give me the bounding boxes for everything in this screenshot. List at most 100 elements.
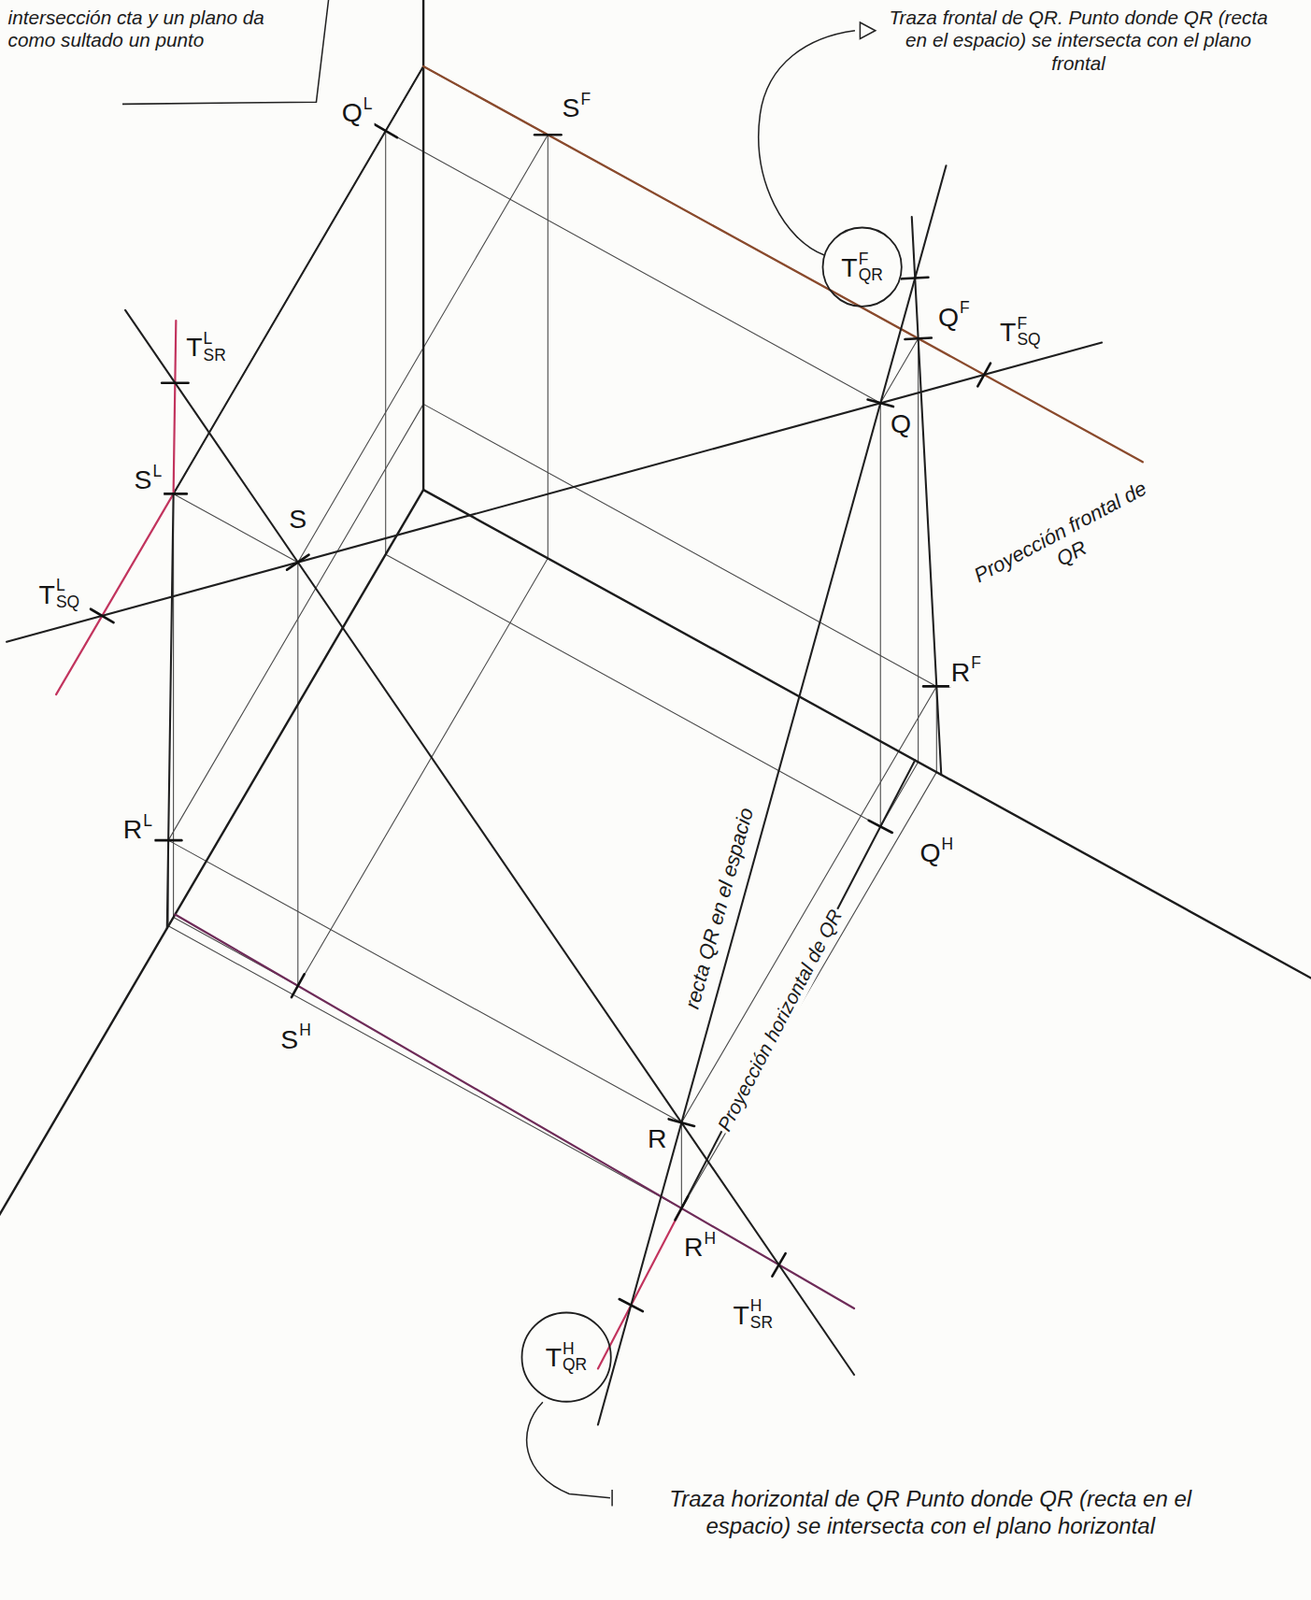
point-index-stack: F <box>959 299 970 333</box>
point-label: TLSQ <box>37 577 83 611</box>
point-tick <box>771 1253 785 1277</box>
point-tick <box>904 337 931 339</box>
horizontal-projection-line <box>598 1208 682 1369</box>
point-letter: T <box>545 1343 562 1370</box>
point-label: Q <box>888 410 913 437</box>
point-subscript <box>581 107 592 124</box>
point-letter: T <box>840 254 857 281</box>
point-superscript: F <box>858 251 884 268</box>
trace-circle: TFQR <box>821 226 903 308</box>
point-tick <box>286 555 309 570</box>
space-line <box>6 342 1102 642</box>
point-tick <box>159 492 186 496</box>
point-tick <box>675 1196 689 1220</box>
point-subscript <box>142 828 153 845</box>
lateral-projection-line <box>56 493 174 695</box>
projector-line <box>423 403 937 686</box>
projector-line <box>168 926 682 1209</box>
point-letter: T <box>999 318 1016 345</box>
lateral-projection-line <box>173 66 424 494</box>
projector-line <box>385 130 882 403</box>
point-index-stack: FSQ <box>1016 314 1041 348</box>
point-letter: S <box>280 1025 299 1052</box>
point-letter: Q <box>890 410 912 437</box>
point-label: TLSR <box>184 330 228 364</box>
projector-line <box>385 554 882 827</box>
point-label: THSR <box>730 1297 775 1331</box>
tick-marks <box>90 124 991 1311</box>
point-label: R <box>645 1125 670 1152</box>
point-superscript: L <box>56 577 80 594</box>
point-label: TFQR <box>839 251 885 285</box>
leader-arrow <box>859 22 875 39</box>
point-index-stack: L <box>142 812 153 845</box>
projector-line <box>917 338 919 762</box>
point-letter: R <box>647 1125 668 1152</box>
axis-line <box>422 0 425 490</box>
projector-line <box>880 402 882 827</box>
point-tick <box>291 973 305 998</box>
lateral-projection-line <box>167 493 174 928</box>
point-subscript <box>299 1038 312 1055</box>
point-letter: Q <box>342 99 363 126</box>
point-tick <box>619 1298 643 1311</box>
point-subscript <box>152 479 162 496</box>
horizontal-projection-line <box>681 759 915 1208</box>
point-tick <box>90 609 114 623</box>
point-letter: R <box>684 1233 704 1260</box>
point-superscript: H <box>562 1340 587 1357</box>
frontal-projection-line <box>423 66 1143 462</box>
circle-outline <box>521 1312 611 1402</box>
point-tick <box>923 684 950 688</box>
point-index-stack: F <box>581 90 592 124</box>
point-index-stack: LSQ <box>56 577 80 611</box>
point-subscript <box>970 670 982 687</box>
point-subscript <box>703 1246 716 1263</box>
line-work <box>0 0 1311 1425</box>
point-tick <box>977 363 991 387</box>
point-index-stack: FQR <box>858 251 884 285</box>
point-tick <box>869 820 893 833</box>
projector-line <box>298 557 548 985</box>
annotation-text: recta QR en el espacio <box>679 802 760 1013</box>
point-index-stack: F <box>970 655 982 688</box>
point-letter: Q <box>919 838 941 865</box>
projector-line <box>168 840 682 1123</box>
point-subscript: QR <box>562 1356 587 1373</box>
point-tick <box>155 839 182 842</box>
point-subscript <box>941 852 955 869</box>
point-index-stack: L <box>363 96 373 129</box>
projector-line <box>681 771 937 1209</box>
horizontal-projection-line <box>174 914 855 1309</box>
annotation-text: Proyección frontal de QR <box>957 470 1175 616</box>
lateral-projection-line <box>173 320 177 494</box>
point-letter: T <box>39 580 56 607</box>
point-label: RH <box>682 1230 718 1264</box>
point-letter: T <box>732 1300 749 1327</box>
point-letter: R <box>123 814 143 841</box>
point-label: TFSQ <box>997 314 1043 348</box>
space-line <box>125 310 855 1375</box>
point-subscript: SR <box>203 346 227 363</box>
point-letter: S <box>288 504 307 531</box>
point-superscript: F <box>970 655 982 671</box>
annotation-text: Traza frontal de QR. Punto donde QR (rec… <box>879 6 1278 77</box>
point-label: SH <box>278 1022 314 1055</box>
point-index-stack: H <box>703 1230 716 1264</box>
space-line <box>598 165 947 1425</box>
projector-line <box>384 130 386 555</box>
point-index-stack: H <box>941 835 955 869</box>
point-label: SL <box>131 463 164 497</box>
point-superscript: L <box>152 463 162 480</box>
point-label: S <box>286 504 309 531</box>
point-subscript: SR <box>750 1313 773 1330</box>
leader-line <box>758 30 855 256</box>
point-superscript: H <box>750 1297 773 1314</box>
point-tick <box>161 381 188 385</box>
point-index-stack: HQR <box>562 1340 587 1374</box>
point-superscript: L <box>203 330 227 347</box>
point-tick <box>373 124 398 138</box>
